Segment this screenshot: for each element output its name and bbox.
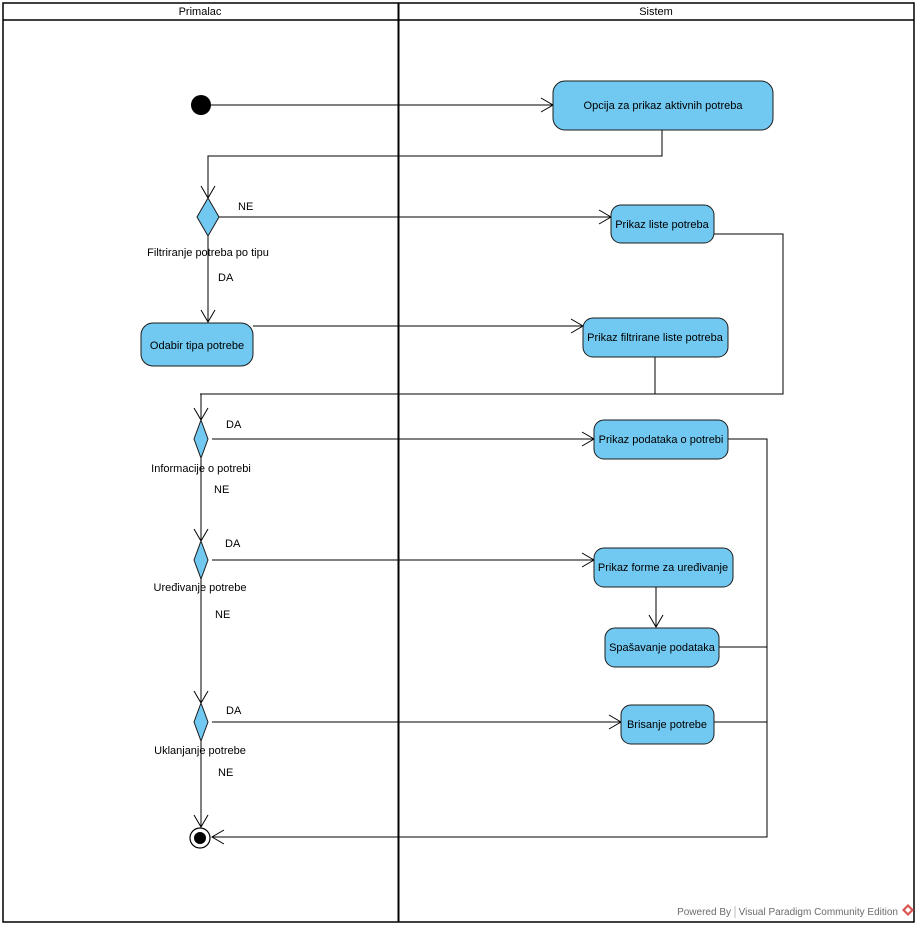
decision-uklanjanje[interactable]: [193, 701, 209, 743]
footer-powered-by: Powered By: [677, 907, 731, 918]
decision-filtriranje-label: Filtriranje potreba po tipu: [147, 247, 269, 259]
action-odabir-tipa-label: Odabir tipa potrebe: [150, 340, 244, 352]
action-prikaz-forme[interactable]: Prikaz forme za uređivanje: [593, 547, 734, 588]
action-prikaz-podataka[interactable]: Prikaz podataka o potrebi: [593, 419, 729, 460]
action-brisanje-label: Brisanje potrebe: [627, 719, 707, 731]
footer-product: Visual Paradigm Community Edition: [739, 907, 898, 918]
guard-filtriranje-da: DA: [218, 272, 234, 284]
action-opcija-label: Opcija za prikaz aktivnih potreba: [584, 100, 744, 112]
action-prikaz-filtrirane[interactable]: Prikaz filtrirane liste potreba: [582, 317, 729, 358]
decision-uredjivanje-label: Uređivanje potrebe: [154, 582, 247, 594]
guard-informacije-ne: NE: [214, 484, 229, 496]
flow-opcija-to-filtriranje: [207, 130, 663, 198]
action-prikaz-forme-label: Prikaz forme za uređivanje: [598, 562, 728, 574]
decision-uredjivanje[interactable]: [193, 539, 209, 581]
action-opcija[interactable]: Opcija za prikaz aktivnih potreba: [552, 80, 774, 131]
flow-prikaz-liste-to-informacije: [200, 233, 784, 395]
guard-uredjivanje-ne: NE: [215, 609, 230, 621]
decision-filtriranje[interactable]: [196, 197, 220, 237]
guard-filtriranje-ne: NE: [238, 201, 253, 213]
action-prikaz-liste[interactable]: Prikaz liste potreba: [610, 204, 715, 244]
lane-title-primalac: Primalac: [179, 6, 222, 18]
action-prikaz-filtrirane-label: Prikaz filtrirane liste potreba: [587, 332, 724, 344]
decision-informacije-label: Informacije o potrebi: [151, 463, 251, 475]
guard-informacije-da: DA: [226, 419, 242, 431]
lane-title-sistem: Sistem: [639, 6, 673, 18]
flow-prikaz-podataka-to-final: [212, 438, 768, 838]
decision-uklanjanje-label: Uklanjanje potrebe: [154, 745, 246, 757]
decision-informacije[interactable]: [193, 418, 209, 460]
action-brisanje[interactable]: Brisanje potrebe: [620, 704, 715, 745]
initial-node[interactable]: [191, 95, 211, 115]
final-node[interactable]: [189, 827, 211, 849]
action-spasavanje-label: Spašavanje podataka: [609, 642, 716, 654]
guard-uklanjanje-ne: NE: [218, 767, 233, 779]
guard-uklanjanje-da: DA: [226, 705, 242, 717]
action-odabir-tipa[interactable]: Odabir tipa potrebe: [140, 322, 254, 367]
action-spasavanje[interactable]: Spašavanje podataka: [604, 627, 720, 668]
guard-uredjivanje-da: DA: [225, 538, 241, 550]
action-prikaz-podataka-label: Prikaz podataka o potrebi: [599, 434, 724, 446]
visual-paradigm-logo-icon: [902, 904, 914, 916]
control-flows: [193, 97, 784, 845]
action-prikaz-liste-label: Prikaz liste potreba: [615, 219, 709, 231]
